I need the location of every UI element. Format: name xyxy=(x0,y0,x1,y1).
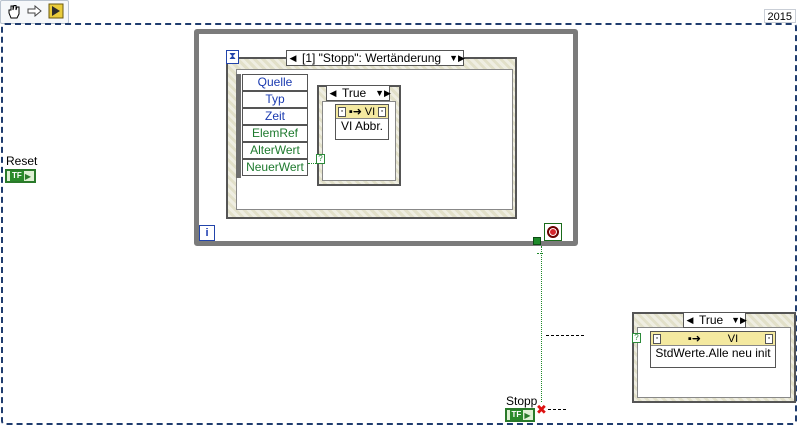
loop-stop-terminal[interactable] xyxy=(544,223,562,241)
hourglass-icon[interactable]: ⧗ xyxy=(226,50,239,64)
event-data-alterwert[interactable]: AlterWert xyxy=(242,142,308,159)
dropdown-arrow-icon[interactable]: ▼▶ xyxy=(375,87,391,98)
event-selector[interactable]: ◀ [1] "Stopp": Wertänderung ▼▶ xyxy=(286,50,465,66)
loop-tunnel[interactable] xyxy=(533,237,541,245)
output-arrow-icon: ▶ xyxy=(24,171,31,181)
dropdown-arrow-icon[interactable]: ▼▶ xyxy=(449,52,465,63)
document-icon: ▫ xyxy=(764,333,773,344)
neuerwert-wire[interactable] xyxy=(308,163,318,164)
loop-iteration-terminal[interactable]: i xyxy=(199,225,215,241)
event-data-elemref[interactable]: ElemRef xyxy=(242,125,308,142)
stop-icon xyxy=(547,226,559,238)
event-data-typ[interactable]: Typ xyxy=(242,91,308,108)
run-arrow-icon: ▪➜ xyxy=(348,106,362,118)
version-label: 2015 xyxy=(763,9,796,23)
case-selector-outer-label: True xyxy=(699,313,724,327)
run-arrow-icon: ▪➜ xyxy=(687,333,701,345)
subvi-head-label: VI xyxy=(364,105,376,118)
selector-terminal-icon[interactable]: ? xyxy=(316,154,325,164)
event-data-node[interactable]: Quelle Typ Zeit ElemRef AlterWert NeuerW… xyxy=(236,74,308,178)
hand-icon[interactable] xyxy=(5,3,23,19)
stopp-terminal[interactable]: TF ▶ xyxy=(505,408,535,422)
subvi-vi-abbr[interactable]: ▫ ▪➜ VI ▫ VI Abbr. xyxy=(335,104,389,140)
stopp-label: Stopp xyxy=(506,394,538,408)
stopp-wire[interactable] xyxy=(541,246,542,402)
broken-wire[interactable] xyxy=(548,409,566,410)
prev-arrow-icon[interactable]: ◀ xyxy=(329,87,337,98)
case-selector-inner[interactable]: ◀ True ▼▶ xyxy=(326,85,391,101)
reset-label: Reset xyxy=(6,154,38,168)
subvi-label: StdWerte.Alle neu init xyxy=(655,346,771,360)
selector-terminal-icon[interactable]: ? xyxy=(632,333,641,343)
document-icon: ▫ xyxy=(377,106,386,117)
output-arrow-icon: ▶ xyxy=(524,410,531,420)
document-icon: ▫ xyxy=(338,106,346,117)
event-data-node-bar xyxy=(236,74,241,178)
subvi-head-label: VI xyxy=(727,332,739,345)
prev-arrow-icon[interactable]: ◀ xyxy=(289,52,297,63)
event-data-zeit[interactable]: Zeit xyxy=(242,108,308,125)
subvi-header: ▫ ▪➜ VI ▫ xyxy=(336,105,388,119)
event-selector-label: [1] "Stopp": Wertänderung xyxy=(302,51,442,65)
case-selector-outer[interactable]: ◀ True ▼▶ xyxy=(683,312,747,328)
lightbulb-run-icon[interactable] xyxy=(47,3,65,19)
arrow-right-icon[interactable] xyxy=(26,3,44,19)
reset-terminal[interactable]: TF ▶ xyxy=(5,169,36,183)
broken-wire[interactable] xyxy=(546,335,584,336)
stopp-terminal-type: TF xyxy=(509,410,524,420)
case-selector-inner-label: True xyxy=(342,86,367,100)
dropdown-arrow-icon[interactable]: ▼▶ xyxy=(731,314,747,325)
subvi-stdwerte[interactable]: ▫ ▪➜ VI ▫ StdWerte.Alle neu init xyxy=(650,331,776,368)
subvi-header: ▫ ▪➜ VI ▫ xyxy=(651,332,775,346)
prev-arrow-icon[interactable]: ◀ xyxy=(686,314,694,325)
block-diagram-frame xyxy=(1,23,797,425)
broken-wire-x-icon[interactable]: ✖ xyxy=(536,402,547,417)
reset-terminal-type: TF xyxy=(10,171,24,181)
event-data-neuerwert[interactable]: NeuerWert xyxy=(242,159,308,176)
document-icon: ▫ xyxy=(653,333,661,344)
stopp-wire-bend[interactable] xyxy=(537,253,543,254)
subvi-label: VI Abbr. xyxy=(340,119,384,133)
event-data-quelle[interactable]: Quelle xyxy=(242,74,308,91)
